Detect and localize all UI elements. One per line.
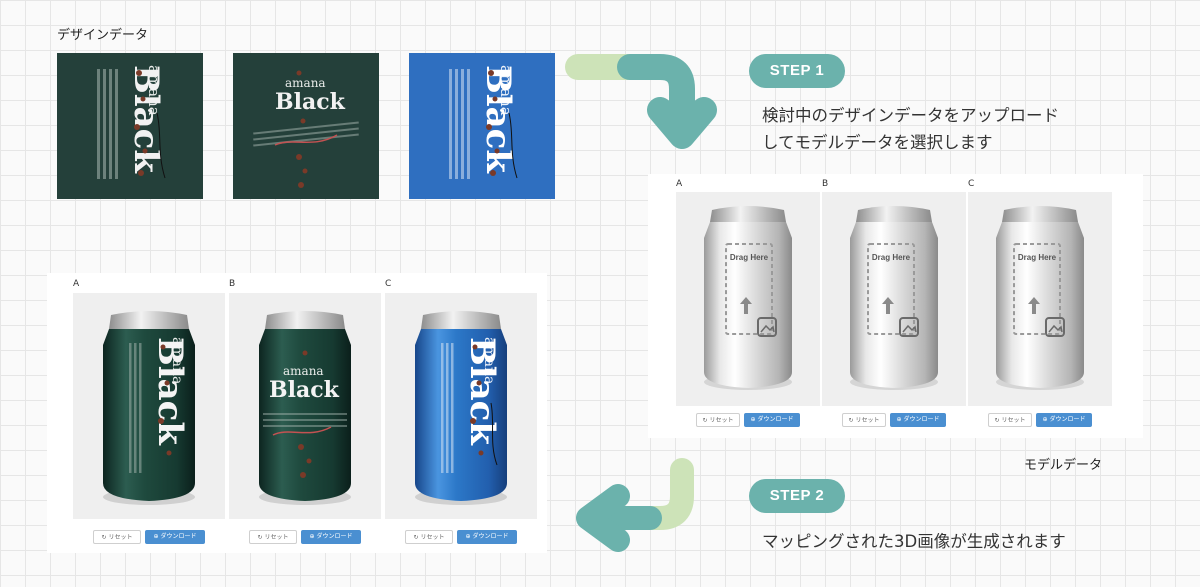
result-slot-b[interactable]: amana Black — [229, 293, 381, 519]
design-artwork-2[interactable]: amana Black — [233, 53, 379, 199]
design-1-brand: amana — [145, 65, 163, 116]
rotate-icon: ↻ — [413, 534, 419, 541]
download-icon: ⊕ — [896, 416, 902, 423]
model-data-panel: A Drag Here ↻リセット ⊕ダウンロード B Drag Here ↻リ… — [648, 174, 1143, 438]
model-slot-c-label: C — [968, 179, 975, 189]
design-2-name: Black — [275, 89, 346, 115]
result-c-download-button[interactable]: ⊕ダウンロード — [457, 530, 517, 544]
design-section-label: デザインデータ — [57, 28, 149, 43]
flow-arrow-down-icon — [565, 54, 717, 149]
image-file-icon — [899, 317, 919, 337]
model-b-reset-button[interactable]: ↻リセット — [842, 413, 886, 427]
result-slot-c-label: C — [385, 279, 392, 289]
design-3-name: Black — [478, 65, 518, 174]
design-2-brand: amana — [285, 76, 326, 90]
model-slot-a[interactable]: Drag Here — [676, 192, 820, 406]
model-c-download-button[interactable]: ⊕ダウンロード — [1036, 413, 1092, 427]
step1-description-line1: 検討中のデザインデータをアップロード — [762, 106, 1059, 125]
model-c-reset-button[interactable]: ↻リセット — [988, 413, 1032, 427]
step1-badge: STEP 1 — [749, 54, 845, 88]
model-slot-b[interactable]: Drag Here — [822, 192, 966, 406]
result-a-reset-button[interactable]: ↻リセット — [93, 530, 141, 544]
model-a-download-button[interactable]: ⊕ダウンロード — [744, 413, 800, 427]
rotate-icon: ↻ — [101, 534, 107, 541]
result-a-download-button[interactable]: ⊕ダウンロード — [145, 530, 205, 544]
upload-arrow-icon — [882, 297, 894, 314]
svg-text:Black: Black — [462, 337, 502, 446]
download-icon: ⊕ — [750, 416, 756, 423]
download-icon: ⊕ — [153, 533, 159, 540]
image-file-icon — [1045, 317, 1065, 337]
result-slot-b-label: B — [229, 279, 236, 289]
svg-text:amana: amana — [481, 337, 497, 384]
step2-badge: STEP 2 — [749, 479, 845, 513]
design-1-name: Black — [126, 65, 166, 174]
model-slot-b-label: B — [822, 179, 829, 189]
svg-text:amana: amana — [283, 364, 324, 378]
result-c-reset-button[interactable]: ↻リセット — [405, 530, 453, 544]
model-slot-c[interactable]: Drag Here — [968, 192, 1112, 406]
design-3-brand: amana — [497, 65, 515, 116]
design-artwork-1[interactable]: amana Black — [57, 53, 203, 199]
design-artwork-3[interactable]: amana Black — [409, 53, 555, 199]
result-b-reset-button[interactable]: ↻リセット — [249, 530, 297, 544]
model-b-download-button[interactable]: ⊕ダウンロード — [890, 413, 946, 427]
svg-text:Black: Black — [269, 377, 340, 403]
rotate-icon: ↻ — [257, 534, 263, 541]
rotate-icon: ↻ — [848, 417, 854, 424]
result-slot-c[interactable]: amana Black — [385, 293, 537, 519]
model-slot-c-drop-text: Drag Here — [1018, 253, 1057, 262]
step2-description: マッピングされた3D画像が生成されます — [762, 532, 1066, 551]
upload-arrow-icon — [740, 297, 752, 314]
result-slot-a[interactable]: amana Black — [73, 293, 225, 519]
download-icon: ⊕ — [1042, 416, 1048, 423]
result-b-download-button[interactable]: ⊕ダウンロード — [301, 530, 361, 544]
step1-description-line2: してモデルデータを選択します — [762, 133, 993, 152]
model-slot-a-label: A — [676, 179, 683, 189]
svg-text:amana: amana — [169, 337, 185, 384]
result-slot-a-label: A — [73, 279, 80, 289]
download-icon: ⊕ — [465, 533, 471, 540]
model-slot-a-drop-text: Drag Here — [730, 253, 769, 262]
model-section-caption: モデルデータ — [1024, 458, 1103, 473]
model-a-reset-button[interactable]: ↻リセット — [696, 413, 740, 427]
upload-arrow-icon — [1028, 297, 1040, 314]
model-slot-b-drop-text: Drag Here — [872, 253, 911, 262]
flow-arrow-left-icon — [576, 458, 694, 552]
image-file-icon — [757, 317, 777, 337]
rotate-icon: ↻ — [994, 417, 1000, 424]
svg-text:Black: Black — [150, 337, 190, 446]
rotate-icon: ↻ — [702, 417, 708, 424]
result-panel: A amana Black ↻リセット ⊕ダウンロード B amana Blac… — [47, 273, 547, 553]
download-icon: ⊕ — [309, 533, 315, 540]
